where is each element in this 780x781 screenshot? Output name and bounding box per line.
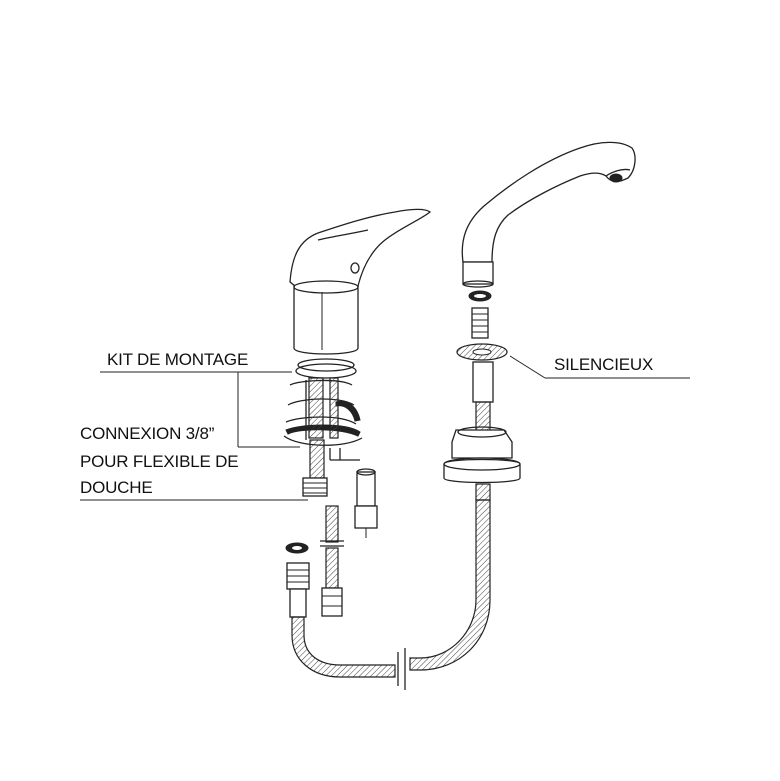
label-connexion-line3: DOUCHE: [80, 478, 153, 497]
flexible-hose-left: [285, 542, 396, 678]
mixer-body: [293, 280, 359, 355]
spout-base: [443, 361, 521, 501]
connector-3-8: [302, 439, 328, 497]
spout: [461, 141, 636, 288]
hose-nut-right: [329, 448, 378, 538]
spout-o-ring: [468, 290, 492, 302]
silencer-washer: [456, 343, 508, 361]
label-connexion-line2: POUR FLEXIBLE DE: [80, 452, 239, 471]
label-kit-de-montage: KIT DE MONTAGE: [107, 350, 249, 369]
spout-stem: [471, 307, 489, 339]
label-silencieux: SILENCIEUX: [554, 355, 654, 374]
flexible-hose-center: [320, 505, 344, 617]
label-connexion-line1: CONNEXION 3/8”: [80, 424, 215, 443]
mounting-kit: [283, 358, 363, 446]
spout-hose: [409, 499, 491, 671]
mixer-handle: [289, 208, 432, 294]
leader-lines: [80, 355, 690, 501]
break-marks: [397, 648, 406, 690]
